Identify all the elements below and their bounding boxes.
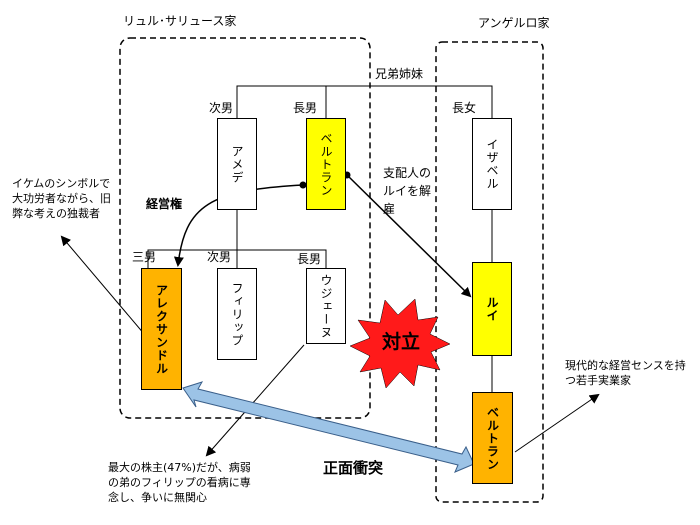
person-alexandre: アレクサンドル: [141, 268, 182, 390]
conflict-label: 対立: [382, 331, 421, 353]
person-bertrand-elder-name: ベルトラン: [319, 131, 333, 197]
rel-second-son-2: 次男: [207, 250, 232, 264]
person-alexandre-name: アレクサンドル: [154, 283, 169, 375]
person-amede-name: アメデ: [230, 144, 244, 184]
clash-label: 正面衝突: [323, 459, 384, 477]
conflict-burst: [349, 298, 451, 389]
rel-third-son: 三男: [132, 250, 157, 264]
sibling-label: 兄弟姉妹: [375, 67, 424, 81]
dismiss-label: 支配人のルイを解雇: [383, 166, 432, 216]
person-bertrand-elder: ベルトラン: [306, 118, 346, 210]
person-philippe: フィリップ: [217, 268, 257, 360]
person-isabelle-name: イザベル: [485, 138, 499, 190]
dismiss-arrow: [346, 174, 472, 298]
person-bertrand-younger: ベルトラン: [472, 392, 513, 484]
management-right-arrow: [173, 184, 304, 267]
management-right-label: 経営権: [146, 197, 183, 211]
person-amede: アメデ: [217, 118, 257, 210]
person-isabelle: イザベル: [472, 118, 512, 210]
note-alexandre: イケムのシンボルで大功労者ながら、旧弊な考えの独裁者: [12, 177, 111, 220]
note-bertrand: 現代的な経営センスを持つ若手実業家: [565, 359, 686, 387]
person-eugene-name: ウジェーヌ: [319, 273, 333, 339]
left-family-frame: [119, 37, 371, 419]
person-eugene: ウジェーヌ: [306, 268, 346, 344]
rel-eldest-son-1: 長男: [293, 101, 318, 115]
sibling-connector: [236, 85, 493, 118]
rel-second-son-1: 次男: [209, 101, 234, 115]
rel-eldest-daughter: 長女: [452, 101, 477, 115]
person-philippe-name: フィリップ: [230, 281, 244, 347]
right-family-title: アンゲルロ家: [478, 16, 550, 30]
left-family-title: リュル･サリュース家: [123, 14, 237, 28]
person-bertrand-younger-name: ベルトラン: [485, 405, 500, 471]
note-eugene: 最大の株主(47%)だが、病弱の弟のフィリップの看病に専念し、争いに無関心: [108, 461, 251, 504]
person-louis: ルイ: [472, 262, 512, 356]
person-louis-name: ルイ: [485, 296, 499, 322]
rel-eldest-son-2: 長男: [297, 252, 322, 266]
